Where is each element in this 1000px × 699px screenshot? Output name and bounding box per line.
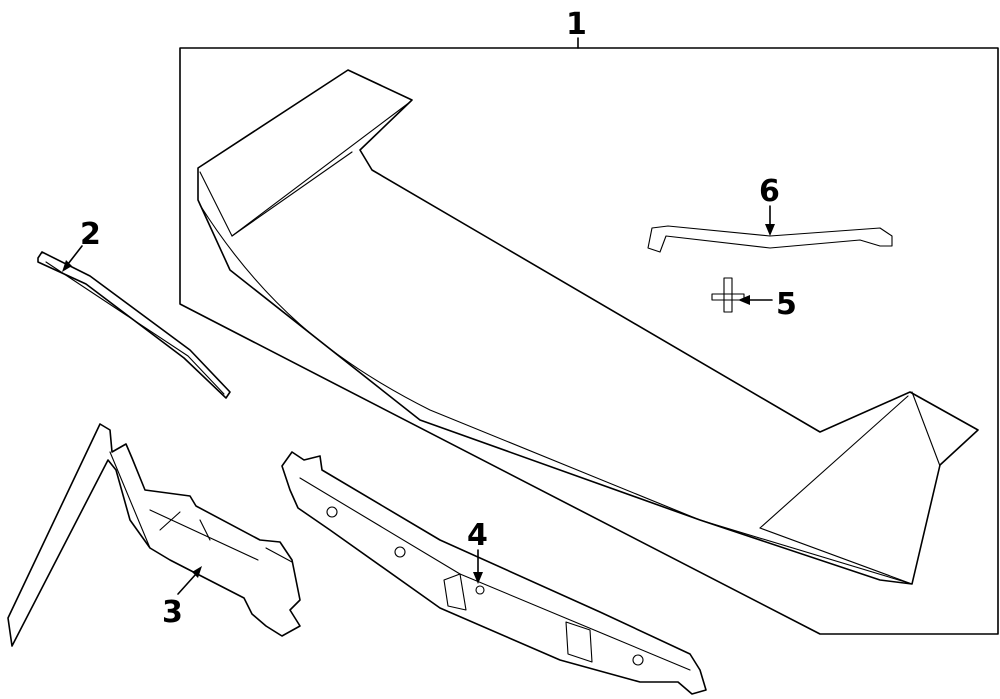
callout-3: 3 [162, 595, 183, 630]
callout-2: 2 [80, 217, 101, 252]
clip-part-5[interactable] [711, 277, 745, 313]
assembly-frame [179, 37, 999, 635]
leader-lines [62, 205, 775, 595]
spoiler-part-1[interactable] [197, 69, 979, 585]
callout-4: 4 [467, 518, 488, 553]
bracket-part-3[interactable] [7, 423, 301, 647]
hose-part-6[interactable] [647, 225, 893, 253]
weatherstrip-part-2[interactable] [37, 251, 231, 399]
callout-6: 6 [759, 174, 780, 209]
callout-1: 1 [566, 7, 587, 42]
callout-5: 5 [776, 287, 797, 322]
rail-part-4[interactable] [281, 451, 707, 695]
